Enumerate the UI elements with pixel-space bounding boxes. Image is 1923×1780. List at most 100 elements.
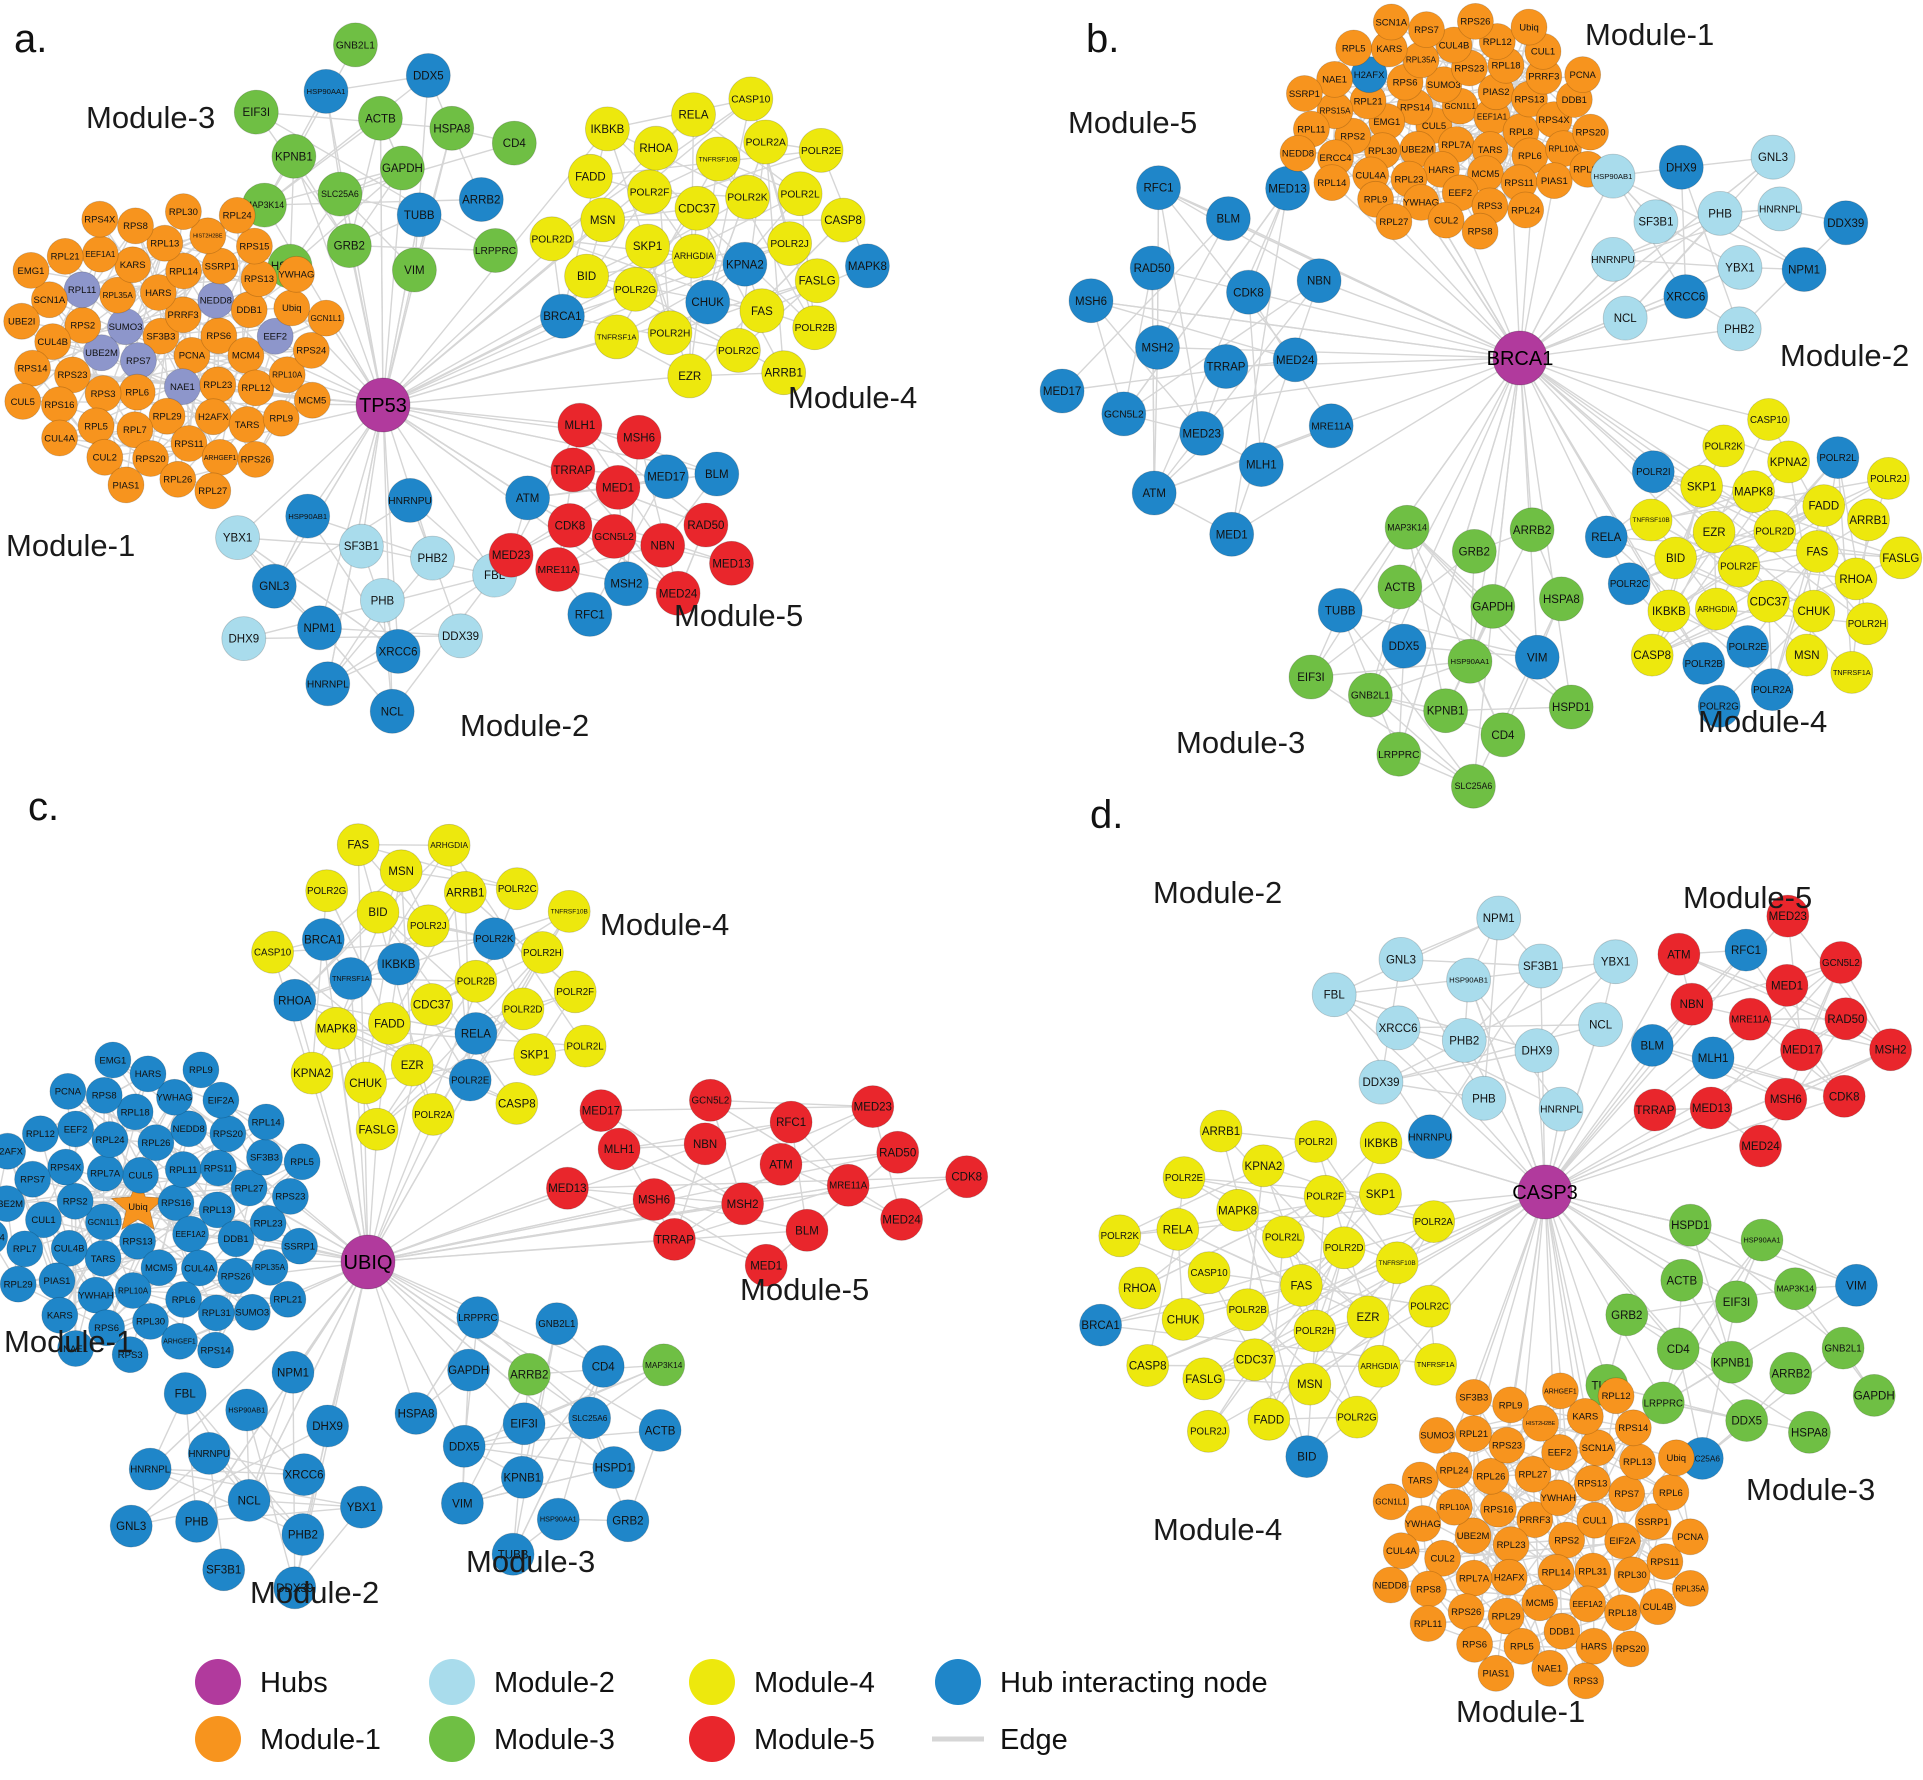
node-polr2h[interactable]: POLR2H [1846,603,1888,645]
node-hsp90aa1[interactable]: HSP90AA1 [1448,639,1492,683]
node-gnb2l1[interactable]: GNB2L1 [333,23,377,67]
node-xrcc6[interactable]: XRCC6 [376,629,420,673]
node-polr2e[interactable]: POLR2E [1727,626,1769,668]
node-rps26[interactable]: RPS26 [1457,3,1493,39]
node-polr2b[interactable]: POLR2B [793,306,837,350]
node-phb[interactable]: PHB [1462,1076,1506,1120]
node-vim[interactable]: VIM [1515,635,1559,679]
node-rps26[interactable]: RPS26 [218,1258,254,1294]
node-ywhag[interactable]: YWHAG [278,256,314,292]
node-gnb2l1[interactable]: GNB2L1 [536,1303,578,1345]
node-rps24[interactable]: RPS24 [293,332,329,368]
node-dhx9[interactable]: DHX9 [1515,1029,1559,1073]
node-pias1[interactable]: PIAS1 [1536,163,1572,199]
node-chuk[interactable]: CHUK [1793,590,1835,632]
node-trrap[interactable]: TRRAP [653,1218,695,1260]
node-polr2l[interactable]: POLR2L [1817,437,1859,479]
node-cdk8[interactable]: CDK8 [548,504,592,548]
node-nbn[interactable]: NBN [684,1123,726,1165]
node-polr2i[interactable]: POLR2I [1632,451,1674,493]
node-cul4b[interactable]: CUL4B [1640,1589,1676,1625]
node-rpl24[interactable]: RPL24 [1508,192,1544,228]
node-msh2[interactable]: MSH2 [604,562,648,606]
node-phb[interactable]: PHB [360,578,404,622]
node-chuk[interactable]: CHUK [345,1062,387,1104]
node-gnb2l1[interactable]: GNB2L1 [1348,673,1392,717]
node-hnrnpu[interactable]: HNRNPU [188,1432,230,1474]
node-cul4a[interactable]: CUL4A [42,420,78,456]
node-gcn5l2[interactable]: GCN5L2 [1820,942,1862,984]
node-ikbkb[interactable]: IKBKB [1648,590,1690,632]
node-nae1[interactable]: NAE1 [1532,1650,1568,1686]
node-gnl3[interactable]: GNL3 [252,564,296,608]
node-sf3b1[interactable]: SF3B1 [1634,200,1678,244]
node-cdk8[interactable]: CDK8 [1227,270,1271,314]
node-rpl9[interactable]: RPL9 [1493,1387,1529,1423]
node-kpnb1[interactable]: KPNB1 [501,1456,543,1498]
node-hars[interactable]: HARS [130,1056,166,1092]
node-polr2k[interactable]: POLR2K [473,918,515,960]
node-fbl[interactable]: FBL [1312,973,1356,1017]
node-nedd8[interactable]: NEDD8 [198,282,234,318]
node-polr2h[interactable]: POLR2H [521,932,563,974]
node-polr2c[interactable]: POLR2C [716,328,760,372]
node-nbn[interactable]: NBN [641,523,685,567]
node-rpl7a[interactable]: RPL7A [87,1155,123,1191]
node-grb2[interactable]: GRB2 [1452,529,1496,573]
node-rpl12[interactable]: RPL12 [22,1116,58,1152]
node-hspa8[interactable]: HSPA8 [430,106,474,150]
node-ddb1[interactable]: DDB1 [231,292,267,328]
node-hnrnpl[interactable]: HNRNPL [1539,1087,1583,1131]
node-trrap[interactable]: TRRAP [1634,1089,1676,1131]
node-lrpprc[interactable]: LRPPRC [474,229,518,273]
node-rfc1[interactable]: RFC1 [770,1101,812,1143]
node-rps7[interactable]: RPS7 [1609,1476,1645,1512]
node-rps4x[interactable]: RPS4X [82,201,118,237]
node-grb2[interactable]: GRB2 [1606,1294,1648,1336]
node-vim[interactable]: VIM [392,248,436,292]
node-rpl24[interactable]: RPL24 [1436,1452,1472,1488]
node-arhgdia[interactable]: ARHGDIA [1358,1345,1400,1387]
node-pias1[interactable]: PIAS1 [39,1263,75,1299]
node-arhgef1[interactable]: ARHGEF1 [202,439,238,475]
node-eef2[interactable]: EEF2 [58,1111,94,1147]
node-rela[interactable]: RELA [1585,516,1627,558]
node-rpl6[interactable]: RPL6 [1653,1475,1689,1511]
node-arrb2[interactable]: ARRB2 [459,178,503,222]
node-chuk[interactable]: CHUK [686,280,730,324]
node-rpl10a[interactable]: RPL10A [115,1273,151,1309]
node-skp1[interactable]: SKP1 [1360,1173,1402,1215]
node-rps3[interactable]: RPS3 [85,376,121,412]
node-tars[interactable]: TARS [85,1240,121,1276]
node-msh2[interactable]: MSH2 [1870,1029,1912,1071]
node-scn1a[interactable]: SCN1A [1373,4,1409,40]
node-arhgdia[interactable]: ARHGDIA [1695,588,1737,630]
node-rpl18[interactable]: RPL18 [117,1094,153,1130]
node-med17[interactable]: MED17 [1040,369,1084,413]
node-h2afx[interactable]: H2AFX [1491,1559,1527,1595]
node-gapdh[interactable]: GAPDH [448,1349,490,1391]
node-polr2b[interactable]: POLR2B [1683,642,1725,684]
node-ezr[interactable]: EZR [668,354,712,398]
node-polr2c[interactable]: POLR2C [1409,1285,1451,1327]
node-actb[interactable]: ACTB [358,96,402,140]
node-tnfrsf1a[interactable]: TNFRSF1A [1415,1343,1457,1385]
node-rps16[interactable]: RPS16 [158,1185,194,1221]
node-rhoa[interactable]: RHOA [1119,1267,1161,1309]
node-polr2d[interactable]: POLR2D [1323,1227,1365,1269]
node-rps13[interactable]: RPS13 [1574,1465,1610,1501]
node-rela[interactable]: RELA [1157,1208,1199,1250]
node-ezr[interactable]: EZR [1693,511,1735,553]
node-ybx1[interactable]: YBX1 [340,1486,382,1528]
node-npm1[interactable]: NPM1 [298,606,342,650]
node-med1[interactable]: MED1 [1210,512,1254,556]
node-med23[interactable]: MED23 [1180,411,1224,455]
node-faslg[interactable]: FASLG [356,1108,398,1150]
node-mcm5[interactable]: MCM5 [294,382,330,418]
node-pias1[interactable]: PIAS1 [108,467,144,503]
node-hspa8[interactable]: HSPA8 [1788,1411,1830,1453]
node-phb2[interactable]: PHB2 [282,1514,324,1556]
node-cdc37[interactable]: CDC37 [411,984,453,1026]
node-hnrnpu[interactable]: HNRNPU [1408,1115,1452,1159]
node-cdc37[interactable]: CDC37 [675,186,719,230]
